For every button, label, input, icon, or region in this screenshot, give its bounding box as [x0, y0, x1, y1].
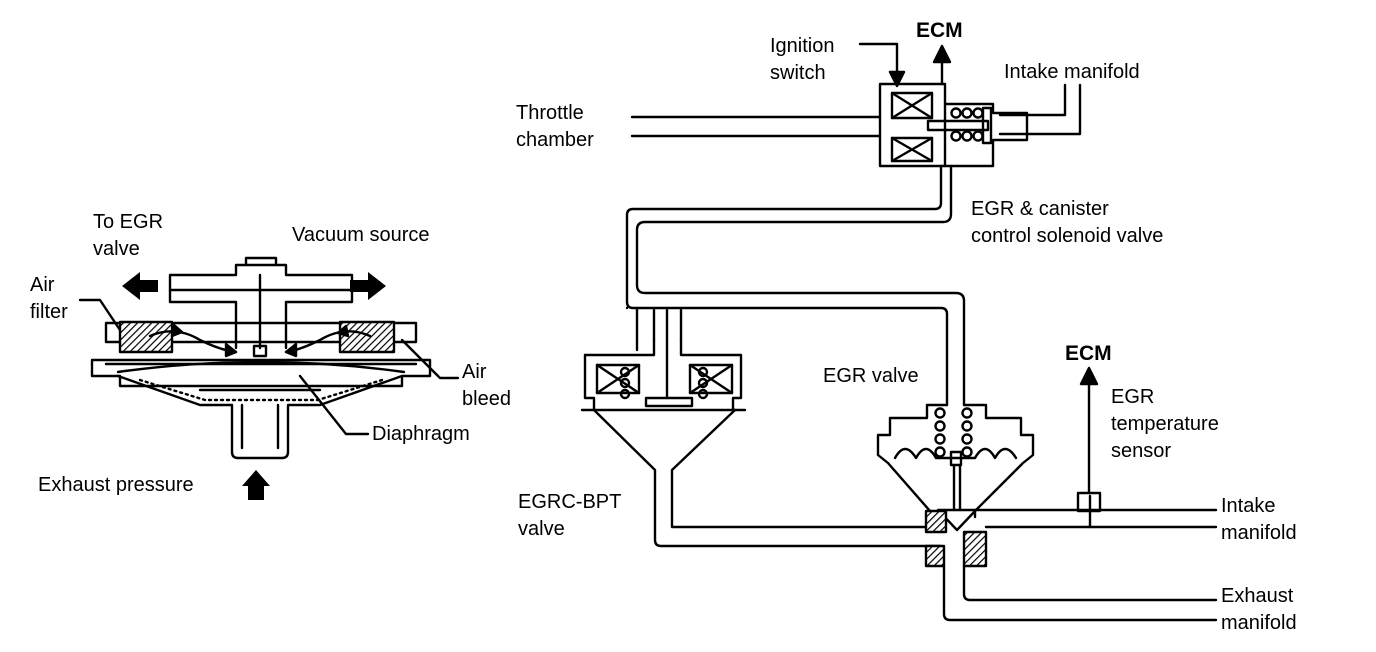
label-exhaust-pressure: Exhaust pressure: [38, 474, 194, 496]
label-egr-valve: EGR valve: [823, 365, 919, 387]
egr-temperature-sensor-symbol: [1076, 366, 1102, 513]
egr-seat-left: [924, 509, 948, 534]
label-ignition-switch: Ignition switch: [770, 35, 835, 84]
label-ecm-right: ECM: [1065, 342, 1112, 365]
vacuum-pipe-solenoid-to-bpt: [625, 164, 966, 407]
egr-seat-right: [962, 530, 988, 568]
label-to-egr-valve: To EGR valve: [93, 211, 164, 260]
to-egr-arrow-icon: [122, 272, 158, 300]
ignition-arrow-icon: [888, 70, 906, 88]
label-intake-manifold-top: Intake manifold: [1004, 61, 1140, 83]
throttle-chamber-lines: [630, 115, 882, 138]
label-intake-manifold-bottom: Intake manifold: [1221, 495, 1297, 544]
label-vacuum-source: Vacuum source: [292, 224, 430, 246]
ecm-up-arrow-icon: [932, 44, 952, 64]
air-filter-right: [338, 320, 396, 354]
label-throttle-chamber: Throttle chamber: [516, 102, 594, 151]
egr-valve-symbol: [876, 403, 1035, 532]
label-egr-temperature-sensor: EGR temperature sensor: [1111, 386, 1219, 462]
label-ecm-top: ECM: [916, 19, 963, 42]
label-solenoid-valve: EGR & canister control solenoid valve: [971, 198, 1164, 247]
egrc-bpt-valve-symbol: [580, 308, 942, 548]
label-egrc-bpt-valve: EGRC-BPT valve: [518, 491, 622, 540]
exhaust-manifold-pipe: [942, 564, 1218, 622]
vacuum-source-arrow-icon: [350, 272, 386, 300]
label-exhaust-manifold: Exhaust manifold: [1221, 585, 1297, 634]
label-air-filter: Air filter: [30, 274, 68, 323]
label-air-bleed: Air bleed: [462, 361, 511, 410]
egr-canister-control-solenoid-valve: [878, 82, 1029, 168]
label-diaphragm: Diaphragm: [372, 423, 470, 445]
ecm-right-arrow-icon: [1079, 366, 1099, 386]
intake-manifold-top-lines: [998, 83, 1082, 136]
air-filter-left: [118, 320, 174, 354]
exhaust-pressure-arrow-icon: [242, 470, 270, 500]
bpt-cutaway-drawing: [78, 256, 460, 460]
egr-seat-lower-left: [924, 544, 946, 568]
